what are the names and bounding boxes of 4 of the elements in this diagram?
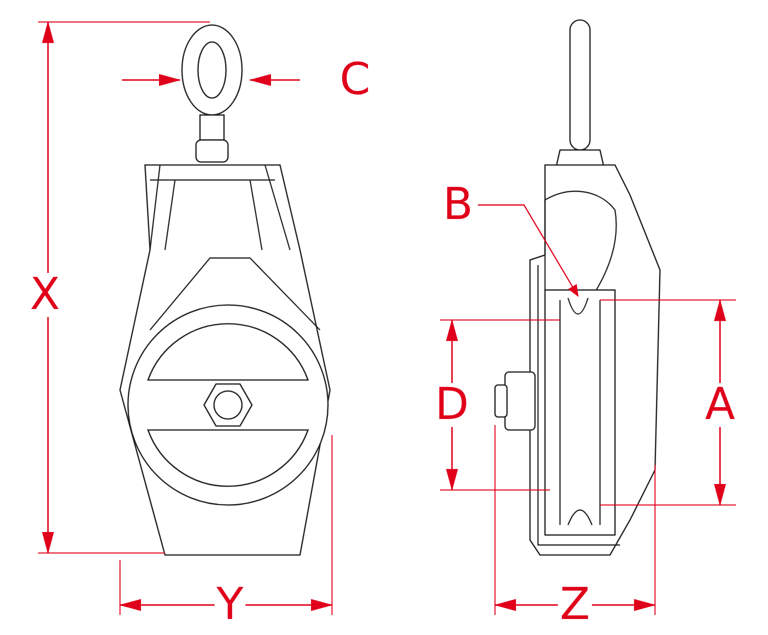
leader-line	[478, 204, 579, 297]
sheave-groove	[565, 297, 591, 315]
dimension-letter: B	[440, 182, 476, 228]
dimension-letter: A	[702, 383, 738, 427]
